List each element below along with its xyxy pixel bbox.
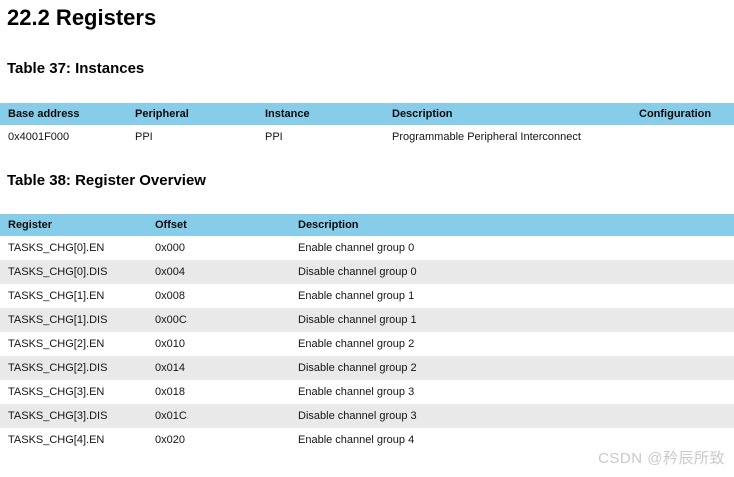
cell-offset: 0x01C [147,404,290,428]
cell-peripheral: PPI [135,131,153,143]
cell-description: Enable channel group 2 [298,338,415,350]
cell-description: Enable channel group 0 [298,242,415,254]
cell-description: Enable channel group 1 [298,290,415,302]
cell-offset: 0x020 [155,434,185,446]
cell-register: TASKS_CHG[1].DIS [0,308,147,332]
cell-offset: 0x010 [155,338,185,350]
cell-offset: 0x018 [155,386,185,398]
cell-description: Disable channel group 1 [290,308,734,332]
instances-table-wrap: Base address Peripheral Instance Descrip… [0,103,734,149]
cell-register: TASKS_CHG[4].EN [8,434,105,446]
table-row: TASKS_CHG[3].EN 0x018 Enable channel group… [0,380,734,404]
cell-register: TASKS_CHG[1].EN [8,290,105,302]
cell-offset: 0x014 [147,356,290,380]
table-row: TASKS_CHG[4].EN 0x020 Enable channel group… [0,428,734,452]
instances-table-caption: Table 37: Instances [7,60,145,77]
cell-register: TASKS_CHG[0].EN [8,242,105,254]
cell-register: TASKS_CHG[3].EN [8,386,105,398]
table-row: 0x4001F000 PPI PPI Programmable Peripher… [0,125,734,149]
col-header-offset: Offset [147,214,290,236]
cell-base-address: 0x4001F000 [8,131,70,143]
col-header-description: Description [290,214,734,236]
col-header-description: Description [384,103,631,125]
cell-description: Disable channel group 0 [290,260,734,284]
table-row: TASKS_CHG[0].EN 0x000 Enable channel group… [0,236,734,260]
cell-description: Enable channel group 3 [298,386,415,398]
cell-offset: 0x004 [147,260,290,284]
cell-description: Disable channel group 2 [290,356,734,380]
cell-configuration [631,125,734,149]
col-header-instance: Instance [257,103,384,125]
col-header-peripheral: Peripheral [127,103,257,125]
cell-description: Programmable Peripheral Interconnect [392,131,581,143]
table-row: TASKS_CHG[1].EN 0x008 Enable channel group… [0,284,734,308]
cell-description: Enable channel group 4 [298,434,415,446]
instances-header-row: Base address Peripheral Instance Descrip… [0,103,734,125]
cell-register: TASKS_CHG[2].DIS [0,356,147,380]
register-overview-table: Register Offset Description TASKS_CHG[0]… [0,214,734,452]
cell-offset: 0x00C [147,308,290,332]
instances-table: Base address Peripheral Instance Descrip… [0,103,734,149]
col-header-base-address: Base address [0,103,127,125]
register-table-caption: Table 38: Register Overview [7,172,206,189]
cell-offset: 0x000 [155,242,185,254]
cell-description: Disable channel group 3 [290,404,734,428]
cell-instance: PPI [265,131,283,143]
cell-register: TASKS_CHG[2].EN [8,338,105,350]
cell-register: TASKS_CHG[0].DIS [0,260,147,284]
col-header-configuration: Configuration [631,103,734,125]
cell-register: TASKS_CHG[3].DIS [0,404,147,428]
csdn-watermark: CSDN @矜辰所致 [598,450,725,467]
register-header-row: Register Offset Description [0,214,734,236]
page-title: 22.2 Registers [7,5,157,30]
register-table-wrap: Register Offset Description TASKS_CHG[0]… [0,214,734,452]
table-row: TASKS_CHG[2].EN 0x010 Enable channel group… [0,332,734,356]
cell-offset: 0x008 [155,290,185,302]
col-header-register: Register [0,214,147,236]
